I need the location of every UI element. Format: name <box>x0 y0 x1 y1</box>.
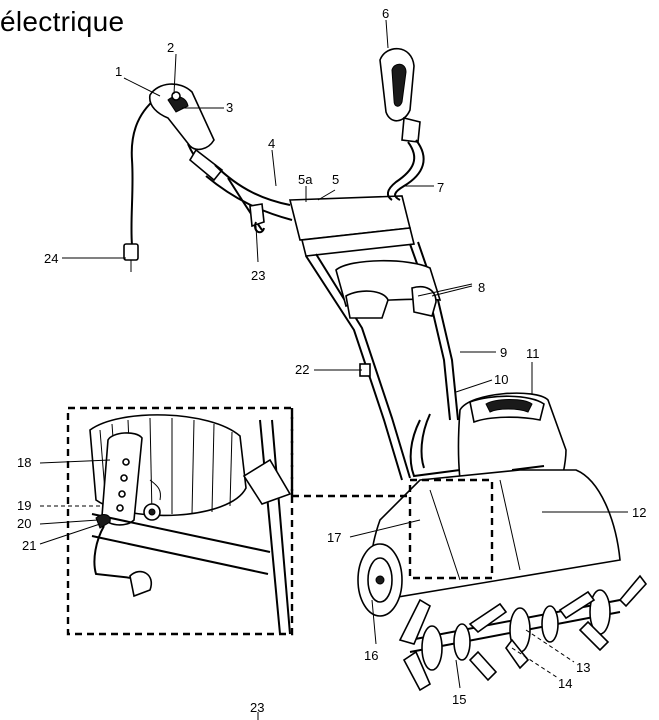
label-23-bottom: 23 <box>250 700 264 715</box>
label-21: 21 <box>22 538 36 553</box>
label-14: 14 <box>558 676 572 691</box>
tines <box>398 574 648 692</box>
label-4: 4 <box>268 136 275 151</box>
page-title: électrique <box>0 6 125 37</box>
label-24: 24 <box>44 251 58 266</box>
label-5a: 5a <box>298 172 313 187</box>
leader-lines <box>39 19 628 720</box>
label-22: 22 <box>295 362 309 377</box>
detail-inset <box>89 414 292 635</box>
detail-frame <box>66 406 294 636</box>
label-3: 3 <box>226 100 233 115</box>
cable-hook <box>249 203 265 228</box>
label-2: 2 <box>167 40 174 55</box>
label-18: 18 <box>17 455 31 470</box>
power-cord <box>130 94 161 246</box>
part-labels: 1 2 3 4 5a 5 6 7 8 9 10 11 12 13 14 15 1… <box>17 6 646 715</box>
label-19: 19 <box>17 498 31 513</box>
label-12: 12 <box>632 505 646 520</box>
label-17: 17 <box>327 530 341 545</box>
label-13: 13 <box>576 660 590 675</box>
label-20: 20 <box>17 516 31 531</box>
label-11: 11 <box>526 346 540 361</box>
label-1: 1 <box>115 64 122 79</box>
label-5: 5 <box>332 172 339 187</box>
detail-callout-frame <box>408 478 494 580</box>
label-15: 15 <box>452 692 466 707</box>
label-16: 16 <box>364 648 378 663</box>
label-10: 10 <box>494 372 508 387</box>
tine-guard <box>370 469 621 601</box>
switch-handle <box>148 83 215 151</box>
label-9: 9 <box>500 345 507 360</box>
label-23: 23 <box>251 268 265 283</box>
label-6: 6 <box>382 6 389 21</box>
label-8: 8 <box>478 280 485 295</box>
label-7: 7 <box>437 180 444 195</box>
plug <box>123 243 139 261</box>
